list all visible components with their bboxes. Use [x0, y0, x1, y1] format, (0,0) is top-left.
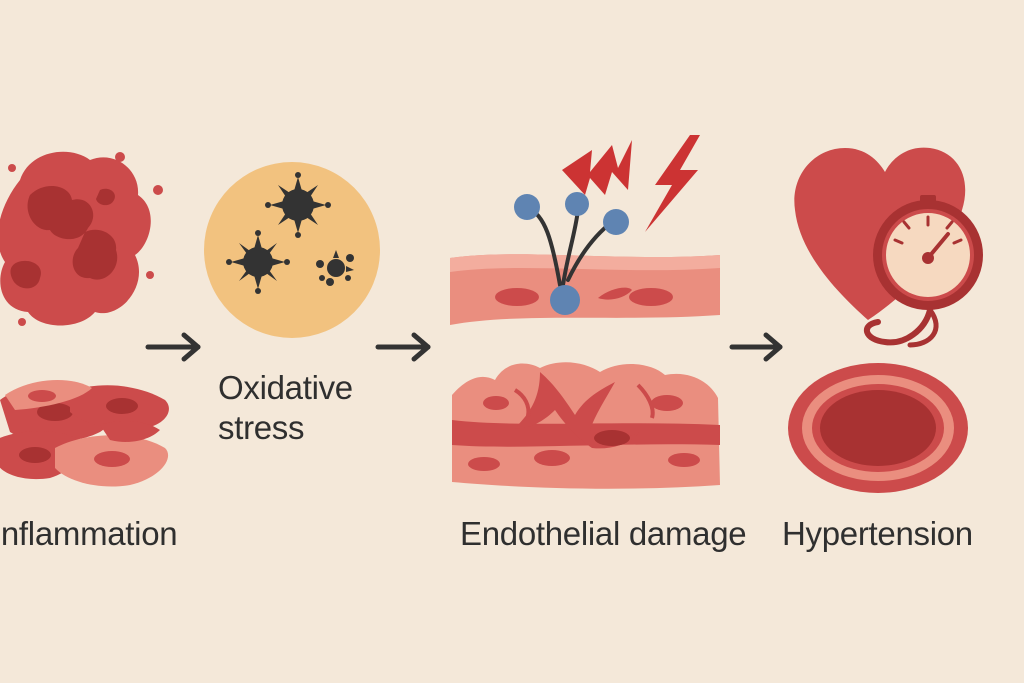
step-label-inflammation: Inflammation: [0, 515, 178, 552]
lightning-bolt-icon: [645, 135, 700, 232]
step-label-endothelial-damage: Endothelial damage: [460, 515, 747, 552]
heart-blood-pressure-icon: [788, 147, 983, 493]
lightning-bolt-icon: [562, 140, 632, 195]
step-label-hypertension: Hypertension: [782, 515, 973, 552]
step-label-line: stress: [218, 409, 305, 446]
arrow-right-icon: [729, 332, 783, 362]
vessel-cross-section-icon: [788, 363, 968, 493]
free-radical-icon: [204, 162, 380, 338]
damaged-vessel-wall-icon: [450, 135, 720, 489]
inflamed-spindle-cells: [0, 379, 169, 487]
stress-circle: [204, 162, 380, 338]
arrow-right-icon: [145, 332, 201, 362]
step-label-line: Oxidative: [218, 369, 353, 406]
inflamed-cell-cluster: [0, 151, 151, 326]
arrow-right-icon: [375, 332, 431, 362]
pressure-gauge-icon: [873, 195, 983, 310]
step-label-oxidative-stress: Oxidative stress: [218, 368, 353, 448]
inflamed-tissue-icon: [0, 151, 169, 487]
molecule-icon: [514, 192, 629, 315]
